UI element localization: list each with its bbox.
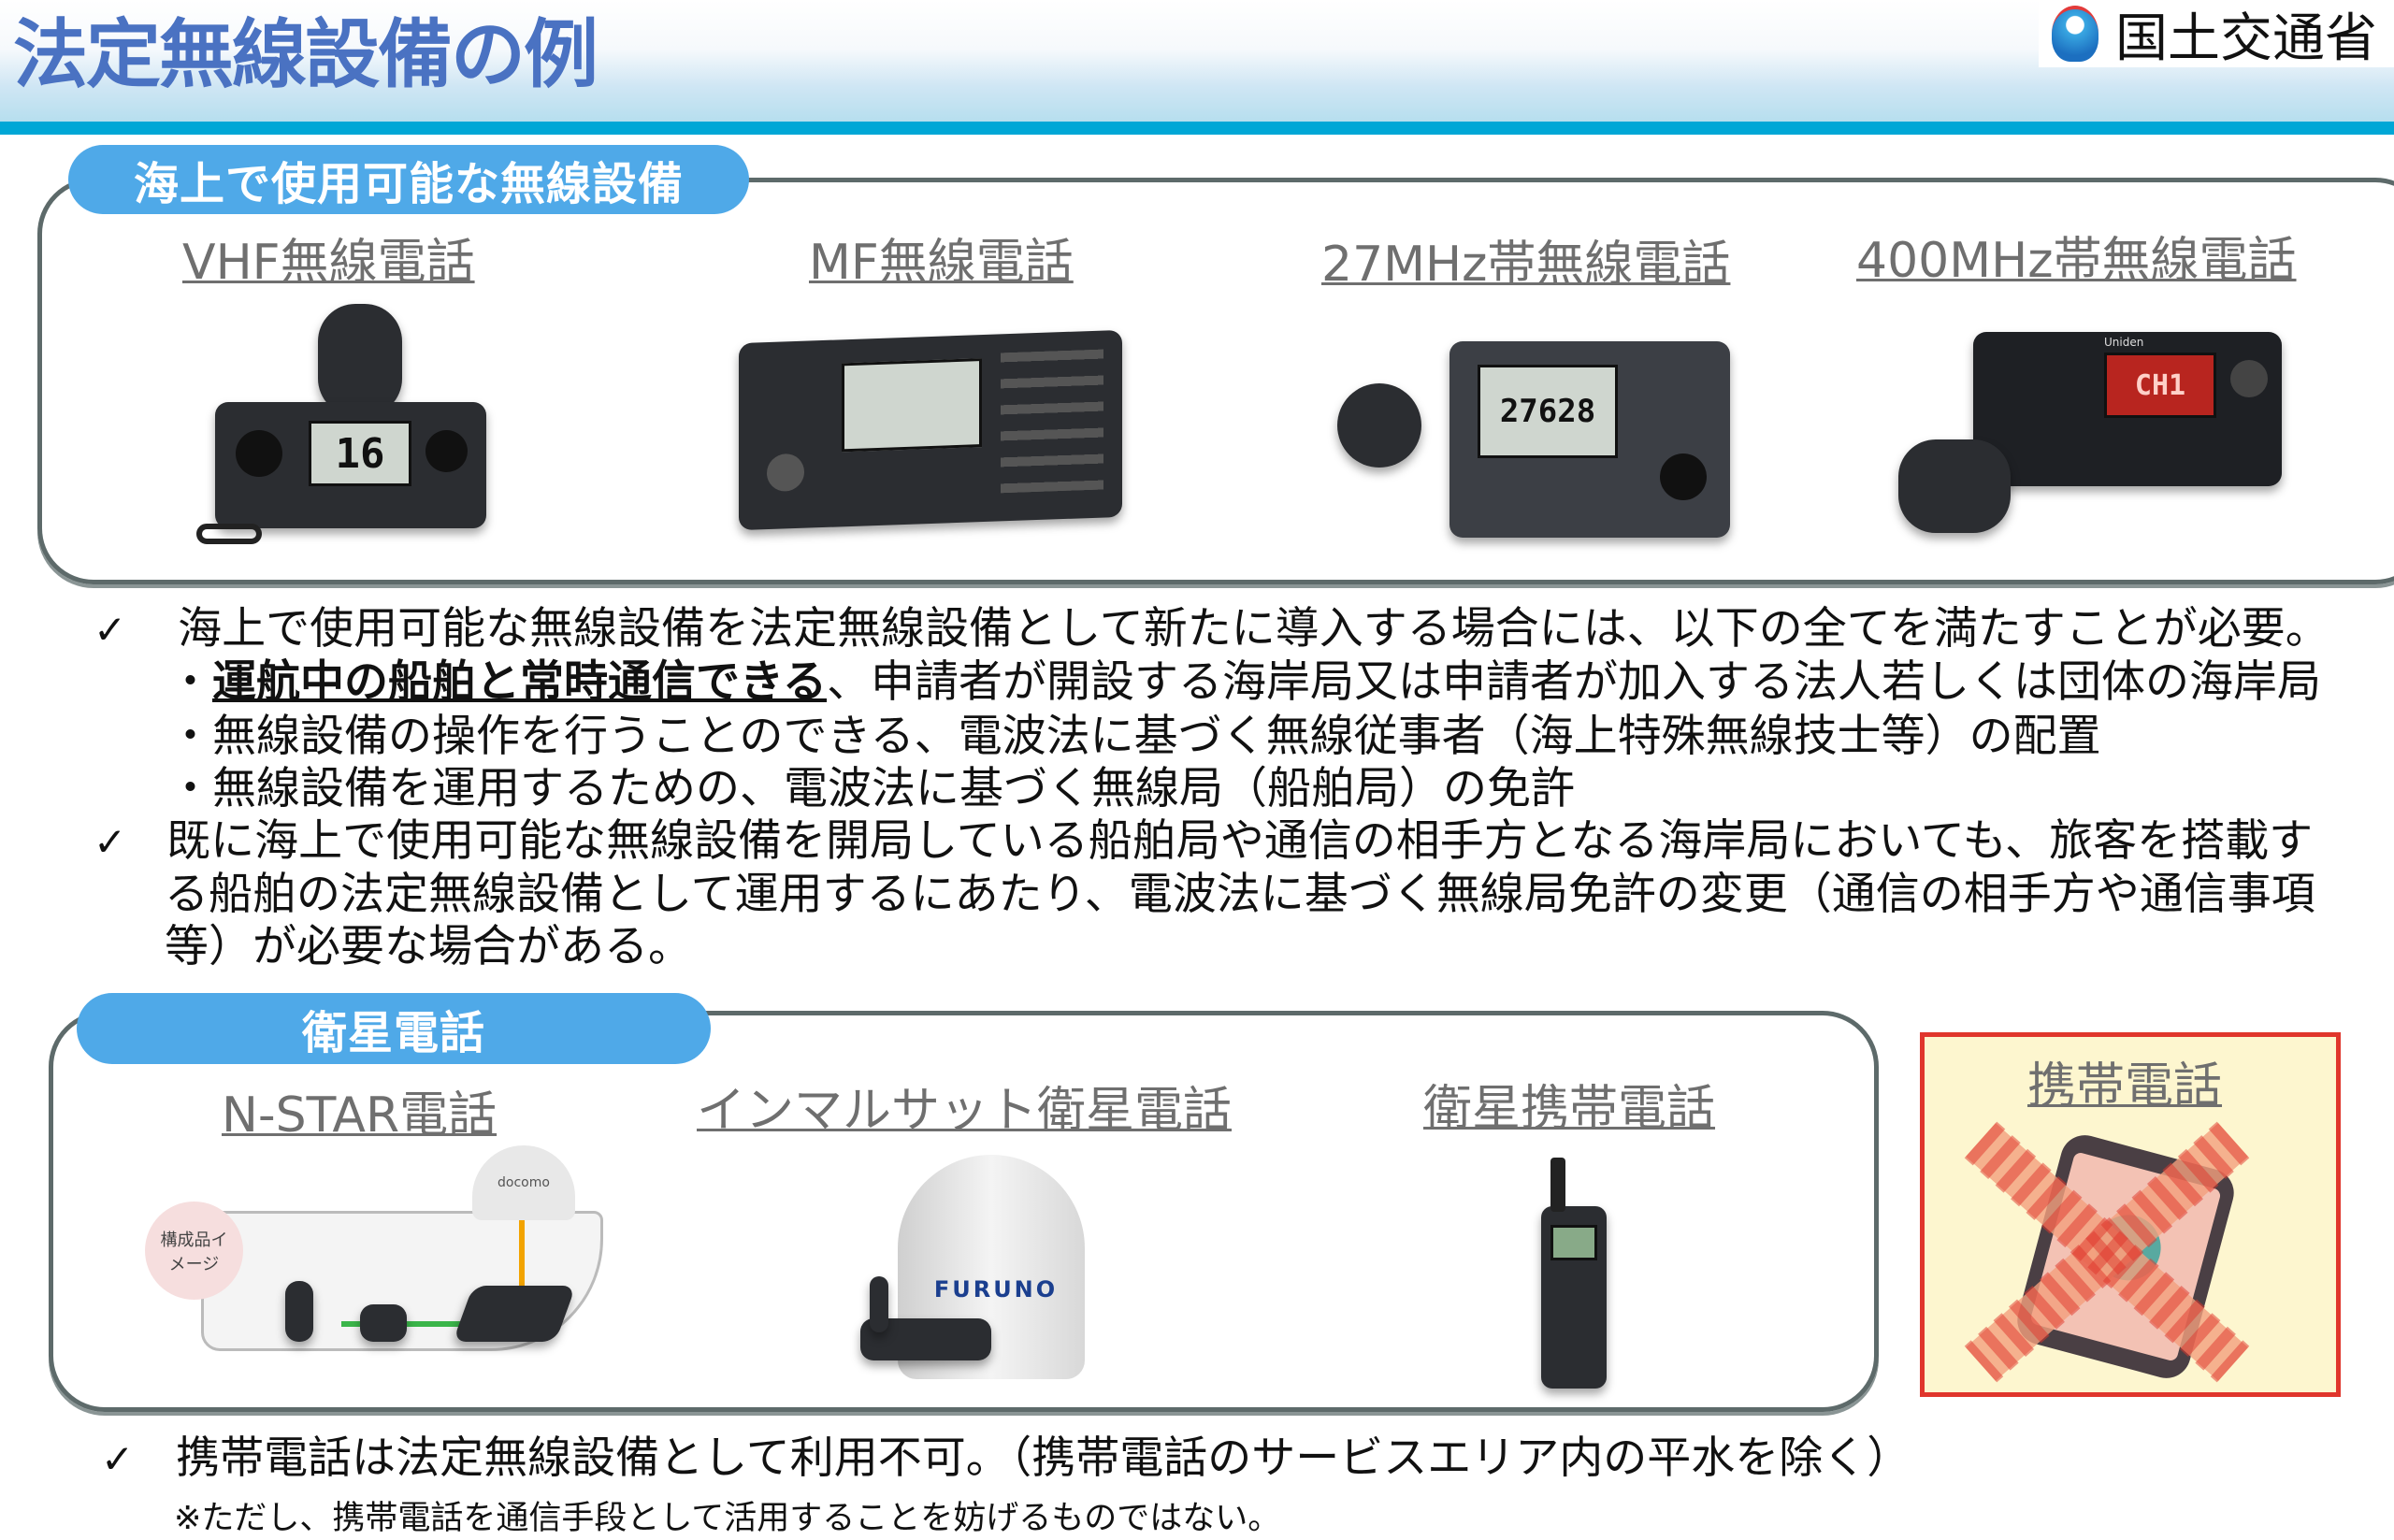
- knob-icon: [767, 453, 804, 493]
- requirement-sub-1: ・運航中の船舶と常時通信できる、申請者が開設する海岸局又は申請者が加入する法人若…: [168, 656, 2321, 709]
- bullet-text: る船舶の法定無線設備として運用するにあたり、電波法に基づく無線局免許の変更（通信…: [165, 869, 2315, 920]
- bullet-dot: ・: [168, 656, 212, 708]
- device-label-400mhz: 400MHz帯無線電話: [1856, 233, 2297, 289]
- satellite-section-label: 衛星電話: [77, 993, 711, 1064]
- bullet-text: 既に海上で使用可能な無線設備を開局している船舶局や通信の相手方となる海岸局におい…: [166, 815, 2314, 867]
- 400mhz-display: CH1: [2104, 353, 2216, 418]
- vhf-radio-image: 16: [140, 304, 496, 556]
- check-icon: ✓: [101, 1436, 135, 1482]
- prohibited-x-icon: [1964, 1121, 2250, 1383]
- microphone-icon: [1337, 383, 1421, 468]
- bullet-text: 海上で使用可能な無線設備を法定無線設備として新たに導入する場合には、以下の全てを…: [178, 603, 2329, 655]
- satellite-phone-image: [1541, 1158, 1607, 1389]
- 27mhz-radio-image: 27628: [1328, 332, 1739, 556]
- knob-icon: [1660, 453, 1707, 500]
- ministry-name: 国土交通省: [2115, 7, 2377, 69]
- requirement-sub-2: ・無線設備の操作を行うことのできる、電波法に基づく無線従事者（海上特殊無線技士等…: [168, 711, 2101, 763]
- mf-radio-image: [739, 329, 1122, 531]
- antenna-dome: docomo: [472, 1145, 575, 1220]
- vhf-display: 16: [309, 421, 411, 486]
- page-title: 法定無線設備の例: [13, 11, 598, 98]
- 27mhz-display: 27628: [1478, 365, 1618, 458]
- handset-icon: [1898, 439, 2011, 533]
- brand-uniden: Uniden: [2104, 336, 2144, 349]
- note-text: 携帯電話は法定無線設備として利用不可。（携帯電話のサービスエリア内の平水を除く）: [176, 1432, 1911, 1484]
- ministry-emblem-icon: [2052, 6, 2098, 62]
- 400mhz-radio-image: Uniden CH1: [1898, 327, 2291, 552]
- bullet-text: 等）が必要な場合がある。: [165, 921, 692, 972]
- bullet-text: 、申請者が開設する海岸局又は申請者が加入する法人若しくは団体の海岸局: [827, 656, 2322, 708]
- requirement-bullet-2: ✓ 既に海上で使用可能な無線設備を開局している船舶局や通信の相手方となる海岸局に…: [94, 815, 2313, 869]
- marine-equipment-box: [37, 178, 2394, 584]
- handset-icon: [285, 1281, 313, 1342]
- antenna-icon: [1550, 1158, 1565, 1212]
- terminal-unit-icon: [453, 1286, 576, 1342]
- device-label-nstar: N-STAR電話: [222, 1087, 498, 1144]
- check-icon: ✓: [94, 607, 127, 653]
- requirement-bullet-1: ✓ 海上で使用可能な無線設備を法定無線設備として新たに導入する場合には、以下の全…: [94, 603, 2329, 656]
- header-divider: [0, 122, 2394, 135]
- bullet-text: 無線設備の操作を行うことのできる、電波法に基づく無線従事者（海上特殊無線技士等）…: [212, 711, 2101, 762]
- device-label-satphone: 衛星携帯電話: [1423, 1081, 1716, 1137]
- nstar-ship-image: 構成品イメージ docomo: [145, 1145, 613, 1370]
- cable-icon: [519, 1220, 525, 1304]
- device-label-vhf: VHF無線電話: [182, 235, 475, 291]
- keypad-icon: [1001, 349, 1103, 494]
- device-label-inmarsat: インマルサット衛星電話: [697, 1083, 1233, 1139]
- knob-icon: [2230, 360, 2268, 397]
- cable-icon: [341, 1321, 482, 1327]
- satphone-display: [1550, 1225, 1597, 1260]
- device-label-27mhz: 27MHz帯無線電話: [1321, 237, 1731, 293]
- bullet-dot: ・: [168, 763, 212, 814]
- 400mhz-radio-body: Uniden CH1: [1973, 332, 2282, 486]
- bullet-dot: ・: [168, 711, 212, 762]
- inmarsat-terminal-image: FURUNO: [823, 1155, 1094, 1389]
- satellite-equipment-box: [49, 1011, 1879, 1412]
- mobile-phone-not-allowed-box: 携帯電話: [1920, 1032, 2341, 1397]
- cradle-icon: [360, 1304, 407, 1342]
- furuno-brand: FURUNO: [933, 1276, 1059, 1303]
- marine-section-label: 海上で使用可能な無線設備: [68, 145, 749, 214]
- device-label-mf: MF無線電話: [809, 235, 1074, 291]
- mf-display: [842, 358, 982, 453]
- device-label-mobile: 携帯電話: [2027, 1058, 2223, 1115]
- knob-icon: [236, 430, 282, 477]
- header-band: [0, 0, 2394, 123]
- cord-icon: [196, 524, 262, 544]
- requirement-sub-3: ・無線設備を運用するための、電波法に基づく無線局（船舶局）の免許: [168, 763, 1575, 815]
- mobile-phone-note: ✓ 携帯電話は法定無線設備として利用不可。（携帯電話のサービスエリア内の平水を除…: [101, 1432, 1911, 1486]
- vhf-radio-body: 16: [215, 402, 486, 528]
- footnote: ※ただし、携帯電話を通信手段として活用することを妨げるものではない。: [174, 1500, 1281, 1537]
- ministry-logo: 国土交通省: [2039, 0, 2394, 69]
- bullet-text: 無線設備を運用するための、電波法に基づく無線局（船舶局）の免許: [212, 763, 1575, 814]
- check-icon: ✓: [94, 819, 127, 865]
- knob-icon: [425, 430, 468, 472]
- handset-icon: [318, 304, 402, 416]
- 27mhz-radio-body: 27628: [1449, 341, 1730, 538]
- emphasis-text: 運航中の船舶と常時通信できる: [212, 656, 828, 708]
- handset-icon: [870, 1276, 888, 1332]
- component-image-badge: 構成品イメージ: [145, 1202, 243, 1300]
